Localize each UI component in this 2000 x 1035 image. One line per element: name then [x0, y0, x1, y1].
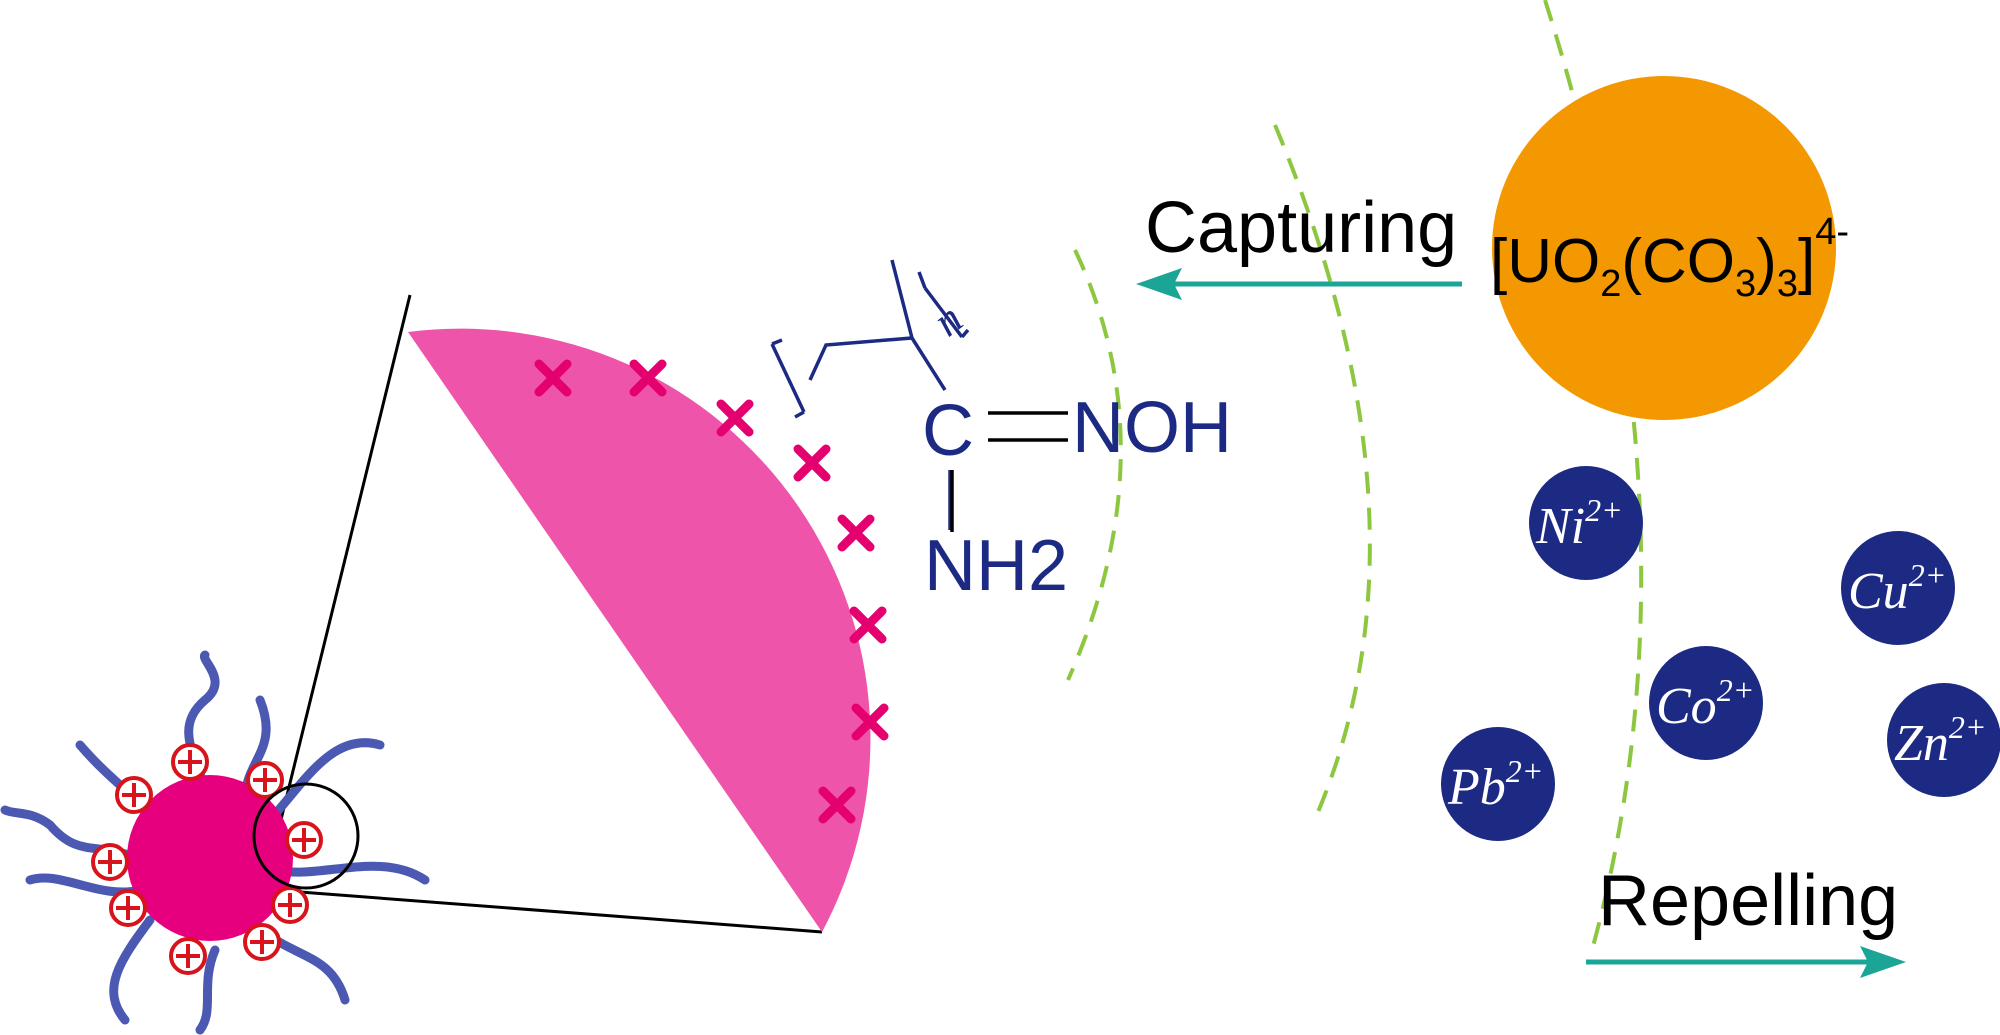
metal-ion-symbol: Co — [1656, 678, 1717, 735]
capturing-label: Capturing — [1145, 188, 1457, 268]
metal-ion-label: Co2+ — [1656, 672, 1754, 735]
polymer-backbone — [808, 336, 947, 391]
plus-circle-icon — [169, 937, 207, 975]
dashed-wave-middle — [1273, 124, 1372, 813]
uranyl-open-bracket: [ — [1490, 227, 1507, 296]
cross-mark-icon — [837, 514, 875, 552]
cross-mark-icon — [851, 703, 889, 741]
uranyl-sub-3: 3 — [1777, 263, 1798, 305]
cross-mark-icon — [534, 359, 572, 397]
zoom-line-bottom — [299, 890, 823, 934]
uranyl-formula: [UO2(CO3)3]4- — [1490, 211, 1849, 305]
chain-8 — [270, 861, 430, 885]
chain-6 — [195, 945, 220, 1035]
bracket-right — [917, 271, 970, 339]
plus-circle-icon — [109, 889, 147, 927]
amidoxime-structure — [770, 259, 970, 530]
carbon-label: C — [922, 391, 974, 471]
cross-mark-icon — [818, 786, 856, 824]
plus-circle-icon — [271, 886, 309, 924]
metal-ion-charge: 2+ — [1585, 492, 1623, 528]
cross-mark-icon — [793, 444, 831, 482]
repelling-label: Repelling — [1598, 861, 1898, 941]
metal-ion-label: Cu2+ — [1848, 557, 1946, 620]
cross-marks — [534, 359, 889, 824]
uranyl-uo: UO — [1507, 227, 1600, 296]
repeat-unit-n: n — [924, 294, 972, 346]
capturing-arrow — [1136, 268, 1462, 300]
metal-ion-symbol: Ni — [1535, 498, 1585, 555]
metal-ion-charge: 2+ — [1506, 753, 1544, 789]
metal-ion-label: Pb2+ — [1447, 753, 1543, 816]
positive-charges — [91, 743, 323, 975]
metal-ion-symbol: Cu — [1848, 563, 1909, 620]
metal-ion-charge: 2+ — [1909, 557, 1947, 593]
nh2-label: NH2 — [924, 526, 1068, 606]
plus-circle-icon — [171, 743, 209, 781]
uranyl-co-open: (CO — [1621, 227, 1735, 296]
repelling-arrow-head — [1860, 946, 1906, 978]
metal-ion-label: Ni2+ — [1535, 492, 1623, 555]
polymer-side-bond — [890, 259, 914, 339]
metal-ion-circle — [1441, 727, 1555, 841]
metal-ion-charge: 2+ — [1949, 709, 1987, 745]
uranyl-charge: 4- — [1815, 211, 1849, 253]
plus-circle-icon — [91, 843, 129, 881]
plus-circle-icon — [115, 776, 153, 814]
plus-circle-icon — [285, 821, 323, 859]
metal-ion-charge: 2+ — [1717, 672, 1755, 708]
plus-circle-icon — [246, 761, 284, 799]
metal-ion-circle — [1649, 646, 1763, 760]
chain-5 — [109, 915, 155, 1025]
metal-ion-symbol: Zn — [1894, 715, 1949, 772]
zoom-circle — [252, 782, 360, 890]
double-bond — [988, 411, 1068, 442]
zoom-lines — [274, 294, 823, 934]
uranyl-sub-1: 2 — [1600, 263, 1621, 305]
cross-mark-icon — [849, 606, 887, 644]
capturing-arrow-head — [1136, 268, 1182, 300]
dashed-wave-inner — [1066, 249, 1123, 681]
nanoparticle-group — [0, 650, 430, 1035]
zoom-wedge — [408, 328, 871, 932]
nanoparticle-core — [127, 775, 293, 941]
metal-ions: Ni2+Cu2+Co2+Zn2+Pb2+ — [1441, 466, 2000, 841]
repelling-arrow — [1586, 946, 1906, 978]
bracket-left — [770, 338, 806, 419]
uranyl-sub-2: 3 — [1735, 263, 1756, 305]
metal-ion-circle — [1887, 683, 2000, 797]
metal-ion-circle — [1841, 531, 1955, 645]
cross-mark-icon — [716, 399, 754, 437]
plus-circle-icon — [243, 923, 281, 961]
uranyl-close-bracket: ] — [1798, 227, 1815, 296]
metal-ion-symbol: Pb — [1447, 759, 1506, 816]
noh-label: NOH — [1072, 388, 1232, 468]
metal-ion-circle — [1529, 466, 1643, 580]
cross-mark-icon — [629, 359, 667, 397]
metal-ion-label: Zn2+ — [1894, 709, 1987, 772]
uranyl-sphere — [1492, 76, 1836, 420]
zoom-line-top — [274, 294, 412, 841]
uranyl-close-paren: ) — [1756, 227, 1777, 296]
